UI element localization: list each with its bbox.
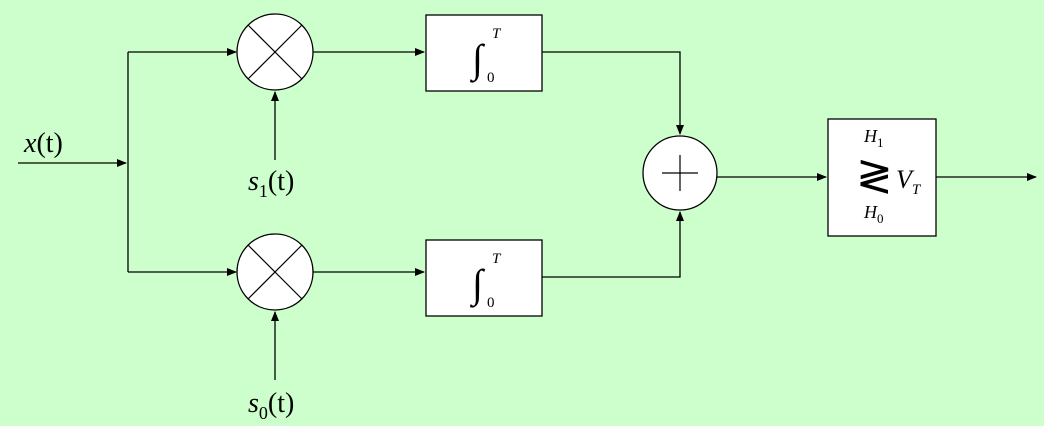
input-path [18, 48, 237, 276]
comparator-symbol: ≷ [856, 151, 893, 200]
integral-lower-limit: 0 [487, 70, 495, 86]
integral-upper-limit: T [492, 251, 502, 267]
upper-integrator-block: ∫ T 0 [425, 14, 543, 92]
integral-upper-limit: T [492, 26, 502, 42]
lower-multiplier [236, 233, 314, 311]
hypothesis-h1-label: H1 [863, 126, 884, 150]
summer-junction [642, 135, 718, 211]
decision-block: H1 ≷ VT H0 [827, 118, 937, 237]
input-signal-label: x(t) [23, 128, 63, 159]
lower-integrator-to-summer-line [542, 211, 684, 278]
lower-reference-label: s0(t) [248, 388, 294, 423]
upper-reference-label: s1(t) [248, 166, 294, 201]
integral-symbol: ∫ [469, 36, 486, 83]
threshold-label: VT [896, 165, 922, 198]
upper-multiplier [236, 13, 314, 91]
hypothesis-h0-label: H0 [863, 202, 884, 226]
integral-symbol: ∫ [469, 261, 486, 308]
lower-integrator-block: ∫ T 0 [425, 239, 543, 317]
integral-lower-limit: 0 [487, 295, 495, 311]
upper-integrator-to-summer-line [542, 51, 684, 135]
